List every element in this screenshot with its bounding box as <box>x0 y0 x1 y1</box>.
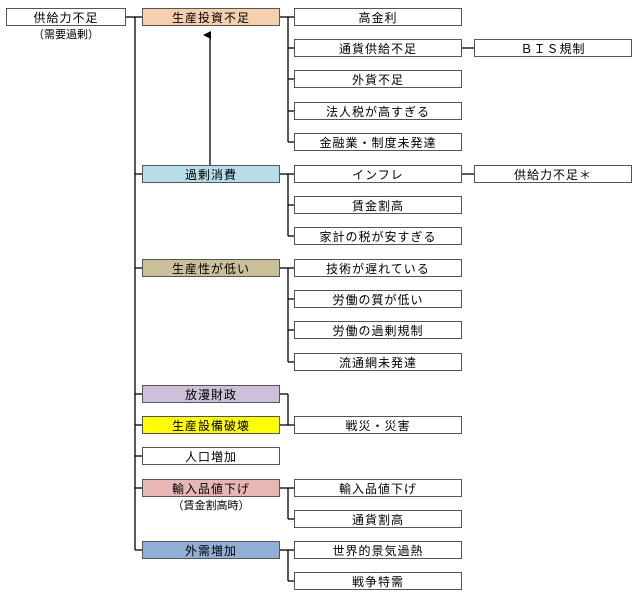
root-node: 供給力不足 <box>6 8 126 26</box>
detail-corp-tax: 法人税が高すぎる <box>294 102 462 120</box>
cause-investment: 生産投資不足 <box>142 8 280 26</box>
detail-labor-regulation: 労働の過剰規制 <box>294 321 462 339</box>
detail-finance-system: 金融業・制度未発達 <box>294 133 462 151</box>
cause-productivity: 生産性が低い <box>142 259 280 277</box>
detail-fx-shortage: 外貨不足 <box>294 70 462 88</box>
detail-war-demand: 戦争特需 <box>294 572 462 590</box>
detail-tech-delay: 技術が遅れている <box>294 259 462 277</box>
cause-foreign-demand: 外需増加 <box>142 541 280 559</box>
cause-fiscal: 放漫財政 <box>142 385 280 403</box>
cause-import-price: 輸入品値下げ <box>142 479 280 497</box>
detail-war-disaster: 戦災・災害 <box>294 416 462 434</box>
detail-inflation: インフレ <box>294 165 462 183</box>
detail-money-shortage: 通貨供給不足 <box>294 39 462 57</box>
root-note: （需要過剰） <box>33 28 99 41</box>
detail-supply-short-star: 供給力不足＊ <box>474 165 632 183</box>
detail-currency-high: 通貨割高 <box>294 510 462 528</box>
cause-population: 人口増加 <box>142 447 280 465</box>
detail-import-price-fall: 輸入品値下げ <box>294 479 462 497</box>
detail-bis: ＢＩＳ規制 <box>474 39 632 57</box>
detail-world-boom: 世界的景気過熱 <box>294 541 462 559</box>
detail-labor-quality: 労働の質が低い <box>294 290 462 308</box>
cause-overconsumption: 過剰消費 <box>142 165 280 183</box>
detail-distribution: 流通網未発達 <box>294 353 462 371</box>
import-price-note: （賃金割高時） <box>172 499 250 512</box>
detail-high-interest: 高金利 <box>294 8 462 26</box>
detail-household-tax: 家計の税が安すぎる <box>294 227 462 245</box>
detail-high-wage: 賃金割高 <box>294 196 462 214</box>
cause-destruction: 生産設備破壊 <box>142 416 280 434</box>
